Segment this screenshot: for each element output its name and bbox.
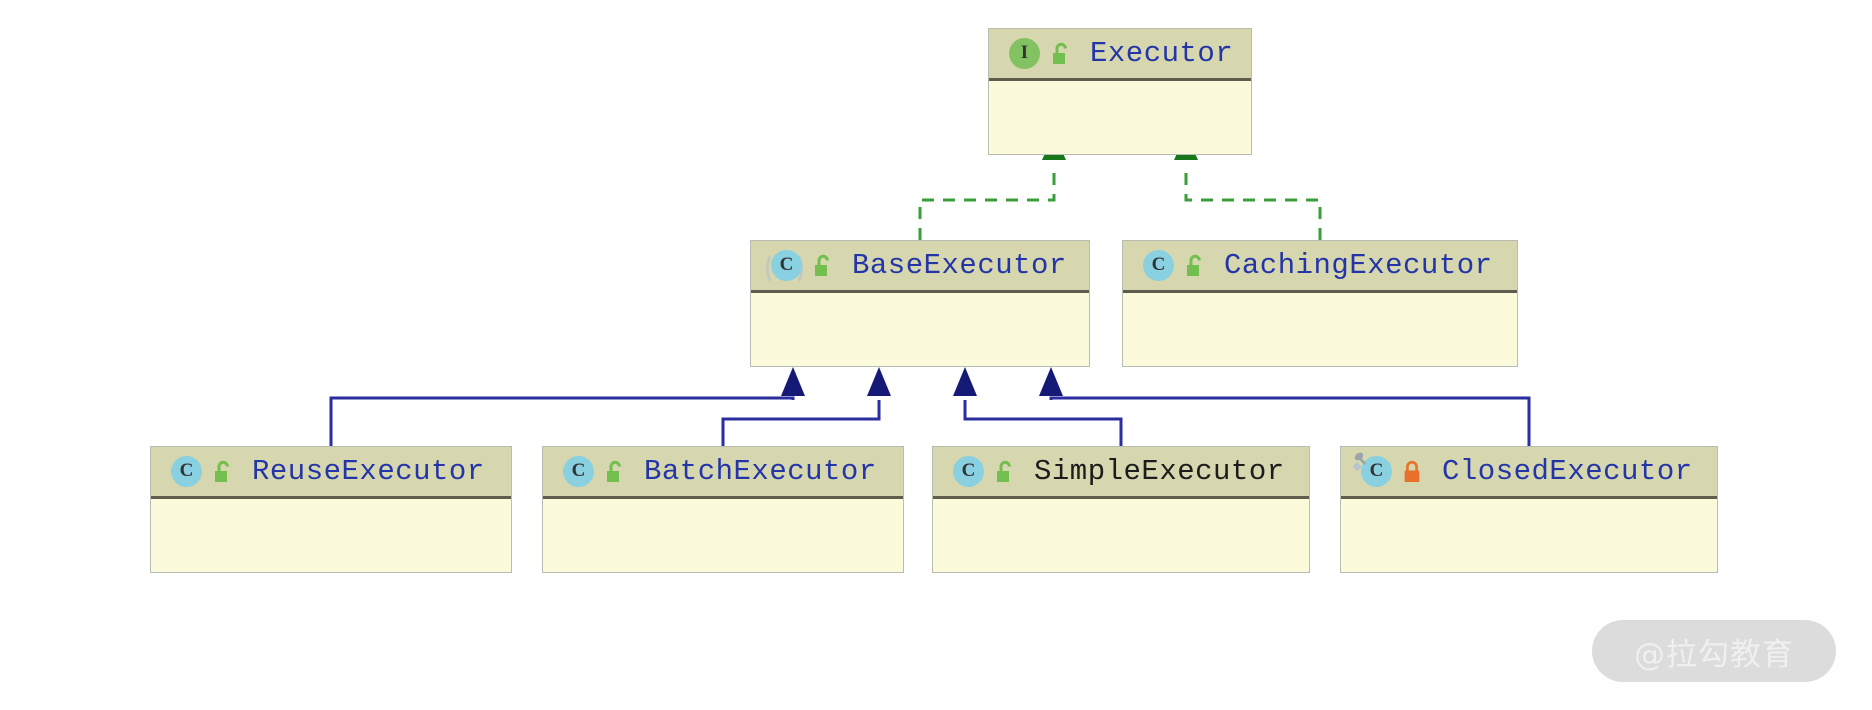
inner-class-icon: C	[1353, 452, 1392, 489]
class-icon: C	[167, 455, 202, 489]
locked-icon	[1391, 459, 1424, 485]
uml-class-name: Executor	[1090, 37, 1234, 70]
uml-class-name: CachingExecutor	[1224, 249, 1493, 282]
uml-class-node-batch-executor[interactable]: C BatchExecutor	[542, 446, 904, 573]
unlocked-icon	[593, 459, 626, 485]
uml-class-node-closed-executor[interactable]: C ClosedExecutor	[1340, 446, 1718, 573]
uml-node-header: C ClosedExecutor	[1341, 447, 1717, 499]
uml-node-members-compartment	[1123, 293, 1517, 345]
uml-class-node-reuse-executor[interactable]: C ReuseExecutor	[150, 446, 512, 573]
uml-node-members-compartment	[543, 499, 903, 551]
unlocked-icon	[801, 253, 834, 279]
uml-node-header: C BatchExecutor	[543, 447, 903, 499]
uml-node-members-compartment	[933, 499, 1309, 551]
edge-simple-executor-to-base-executor	[953, 367, 1123, 446]
uml-node-members-compartment	[151, 499, 511, 551]
unlocked-icon	[201, 459, 234, 485]
edge-closed-executor-to-base-executor	[1039, 367, 1531, 446]
uml-node-members-compartment	[1341, 499, 1717, 551]
class-icon: C	[949, 455, 984, 489]
unlocked-icon	[1173, 253, 1206, 279]
abstract-class-icon: C	[766, 249, 803, 285]
uml-node-header: C CachingExecutor	[1123, 241, 1517, 293]
uml-node-header: C SimpleExecutor	[933, 447, 1309, 499]
uml-node-members-compartment	[989, 81, 1251, 133]
interface-icon: I	[1005, 37, 1040, 71]
uml-class-node-base-executor[interactable]: C BaseExecutor	[750, 240, 1090, 367]
edge-reuse-executor-to-base-executor	[329, 367, 805, 446]
uml-node-header: I Executor	[989, 29, 1251, 81]
uml-class-name: SimpleExecutor	[1034, 455, 1285, 488]
uml-class-name: ReuseExecutor	[252, 455, 485, 488]
class-icon: C	[1139, 249, 1174, 283]
class-icon: C	[559, 455, 594, 489]
uml-class-name: BaseExecutor	[852, 249, 1067, 282]
edge-batch-executor-to-base-executor	[721, 367, 891, 446]
uml-node-header: C ReuseExecutor	[151, 447, 511, 499]
watermark: @拉勾教育	[1592, 620, 1836, 682]
uml-class-node-simple-executor[interactable]: C SimpleExecutor	[932, 446, 1310, 573]
uml-class-name: ClosedExecutor	[1442, 455, 1693, 488]
uml-class-name: BatchExecutor	[644, 455, 877, 488]
uml-node-members-compartment	[751, 293, 1089, 345]
unlocked-icon	[983, 459, 1016, 485]
uml-class-node-executor[interactable]: I Executor	[988, 28, 1252, 155]
unlocked-icon	[1039, 41, 1072, 67]
uml-class-node-caching-executor[interactable]: C CachingExecutor	[1122, 240, 1518, 367]
uml-node-header: C BaseExecutor	[751, 241, 1089, 293]
